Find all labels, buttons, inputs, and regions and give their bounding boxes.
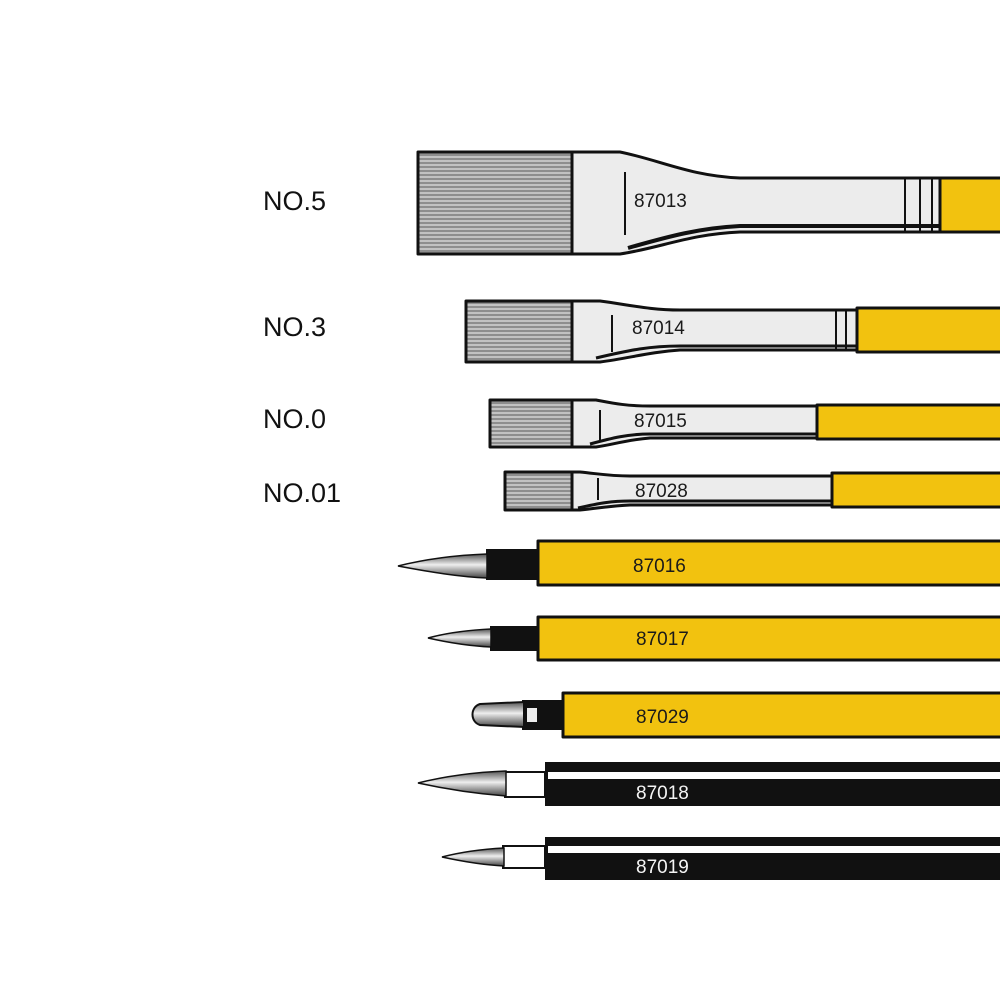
product-code: 87013 (634, 191, 687, 212)
product-code: 87014 (632, 318, 685, 339)
ferrule (486, 549, 538, 580)
bristles (416, 150, 574, 256)
handle (536, 539, 1000, 587)
product-code: 87019 (636, 857, 689, 878)
bristles (464, 299, 574, 364)
ferrule (570, 470, 834, 512)
handle (561, 691, 1000, 739)
brush-87028: NO.01 87028 (263, 470, 1000, 512)
ferrule (502, 845, 546, 869)
brush-87016: 87016 (397, 539, 1000, 587)
brush-87019: 87019 (441, 837, 1000, 880)
product-code: 87016 (633, 556, 686, 577)
brush-87017: 87017 (427, 615, 1000, 662)
handle (855, 306, 1000, 354)
brush-87014: NO.3 87014 (263, 299, 1000, 364)
product-code: 87015 (634, 411, 687, 432)
product-code: 87028 (635, 481, 688, 502)
brush-87018: 87018 (417, 762, 1000, 806)
product-code: 87018 (636, 783, 689, 804)
bristle-tip (397, 553, 488, 579)
handle (938, 176, 1000, 234)
bristle-tip (417, 770, 507, 797)
brush-87013: NO.5 87013 (263, 150, 1000, 256)
handle (536, 615, 1000, 662)
bristle-tip (427, 628, 492, 648)
product-code: 87029 (636, 707, 689, 728)
bristles (488, 398, 574, 449)
size-label: NO.01 (263, 478, 341, 508)
ferrule (490, 626, 538, 651)
handle (815, 403, 1000, 441)
size-label: NO.5 (263, 186, 326, 216)
ferrule (570, 150, 942, 256)
bristle-tip (471, 700, 525, 729)
bristles (503, 470, 574, 512)
brush-87029: 87029 (471, 691, 1000, 739)
size-label: NO.3 (263, 312, 326, 342)
brush-87015: NO.0 87015 (263, 398, 1000, 449)
product-code: 87017 (636, 629, 689, 650)
size-label: NO.0 (263, 404, 326, 434)
handle (830, 471, 1000, 509)
bristle-tip (441, 847, 505, 867)
handle (545, 837, 1000, 880)
handle (545, 762, 1000, 806)
ferrule (504, 771, 546, 798)
